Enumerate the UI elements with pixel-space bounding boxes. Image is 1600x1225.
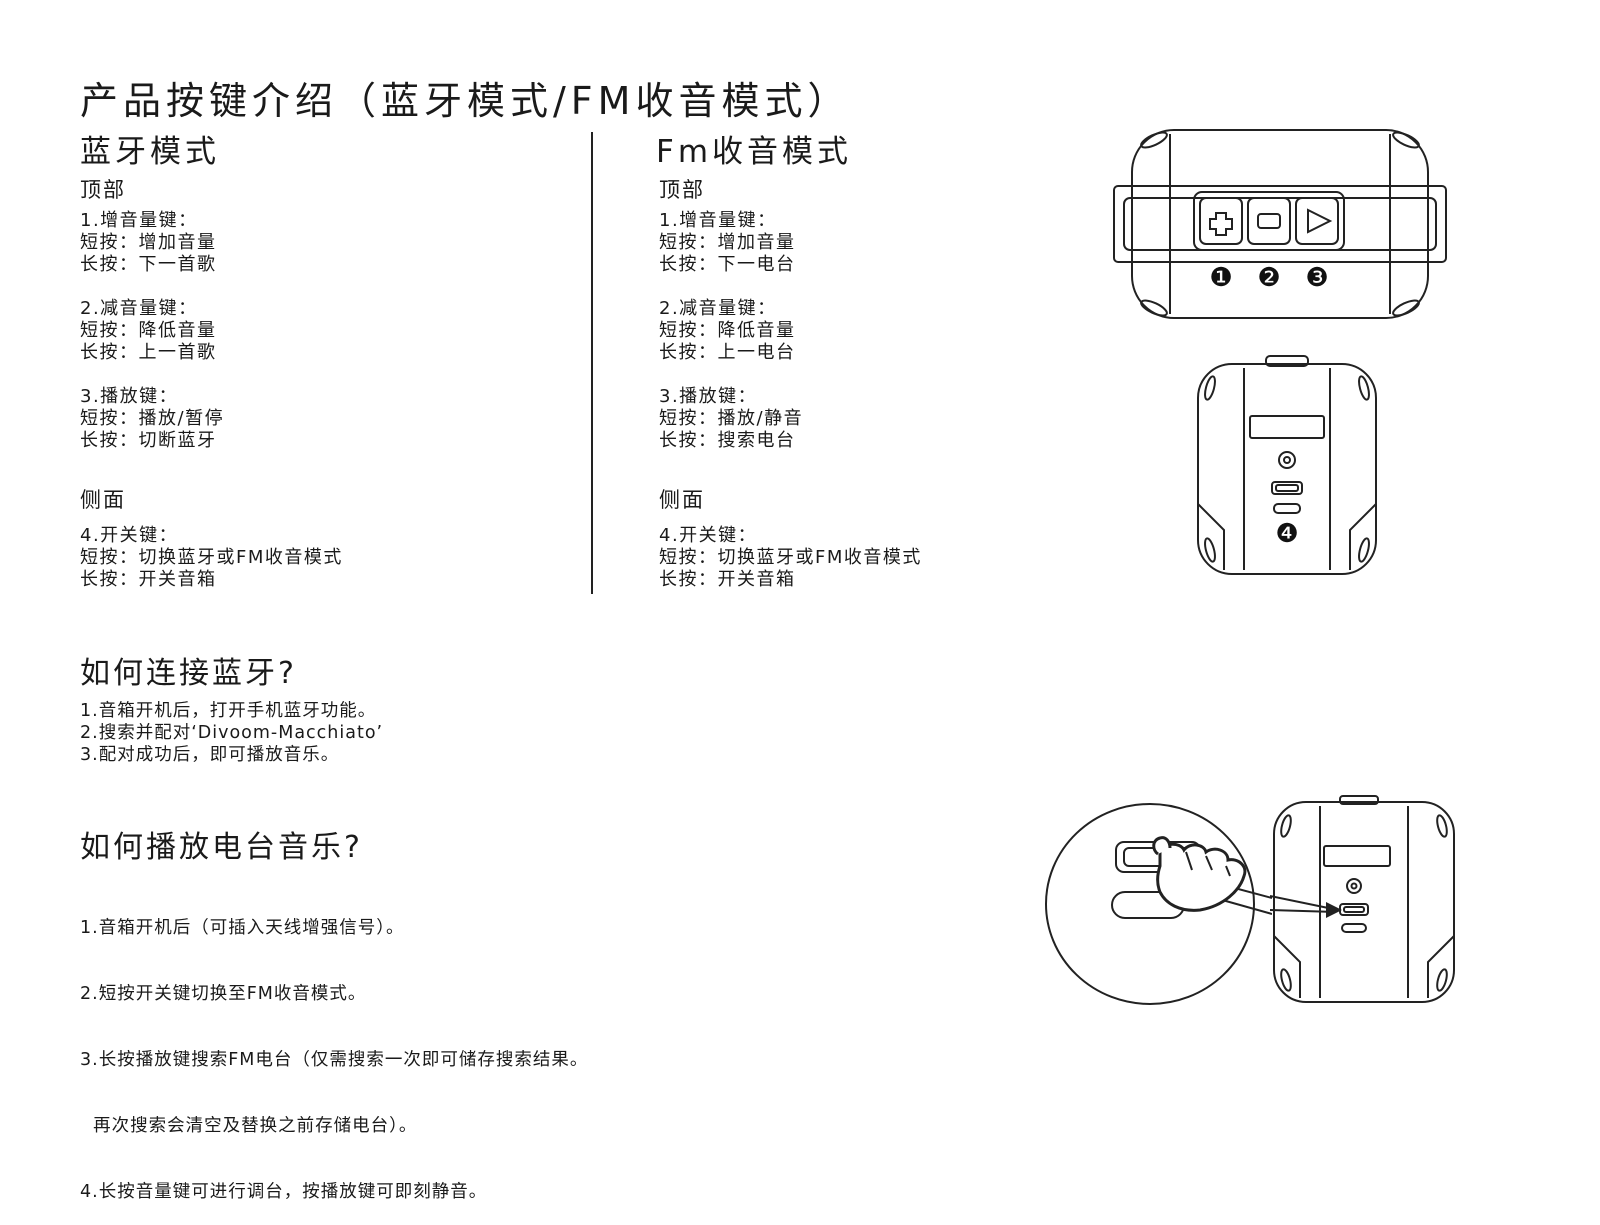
key-short-press: 短按：增加音量 — [80, 232, 217, 253]
key-name: 3.播放键： — [659, 386, 758, 407]
bluetooth-key-2: 2.减音量键： 短按：降低音量 长按：上一首歌 — [80, 298, 217, 364]
bluetooth-mode-heading: 蓝牙模式 — [80, 134, 220, 170]
key-long-press: 长按：上一电台 — [659, 342, 796, 363]
key-long-press: 长按：下一首歌 — [80, 254, 217, 275]
marker-3: ❸ — [1305, 263, 1328, 293]
key-name: 3.播放键： — [80, 386, 179, 407]
key-short-press: 短按：降低音量 — [80, 320, 217, 341]
speaker-side-view-small — [1270, 795, 1455, 1003]
key-long-press: 长按：开关音箱 — [659, 569, 796, 590]
fm-key-4: 4.开关键： 短按：切换蓝牙或FM收音模式 长按：开关音箱 — [659, 525, 922, 591]
bluetooth-key-1: 1.增音量键： 短按：增加音量 长按：下一首歌 — [80, 210, 217, 276]
fm-top-label: 顶部 — [659, 178, 705, 202]
key-long-press: 长按：切断蓝牙 — [80, 430, 217, 451]
hand-pointer-icon — [1152, 836, 1247, 912]
power-key-zoom-circle — [1045, 803, 1272, 1005]
column-divider — [591, 132, 593, 594]
bluetooth-top-label: 顶部 — [80, 178, 126, 202]
page-title: 产品按键介绍（蓝牙模式/FM收音模式） — [80, 79, 851, 123]
fm-side-label: 侧面 — [659, 488, 705, 512]
step-item: 3.配对成功后，即可播放音乐。 — [80, 745, 340, 765]
key-name: 1.增音量键： — [80, 210, 198, 231]
key-short-press: 短按：降低音量 — [659, 320, 796, 341]
key-name: 4.开关键： — [80, 525, 179, 546]
bluetooth-key-4: 4.开关键： 短按：切换蓝牙或FM收音模式 长按：开关音箱 — [80, 525, 343, 591]
key-short-press: 短按：切换蓝牙或FM收音模式 — [80, 547, 343, 568]
key-long-press: 长按：上一首歌 — [80, 342, 217, 363]
play-radio-heading: 如何播放电台音乐? — [80, 830, 363, 865]
key-short-press: 短按：增加音量 — [659, 232, 796, 253]
step-item: 4.长按音量键可进行调台，按播放键可即刻静音。 — [80, 1182, 488, 1202]
bluetooth-key-3: 3.播放键： 短按：播放/暂停 长按：切断蓝牙 — [80, 386, 224, 452]
volume-down-key — [1257, 213, 1281, 229]
connect-bluetooth-steps: 1.音箱开机后，打开手机蓝牙功能。 2.搜索并配对‘Divoom-Macchia… — [80, 700, 383, 766]
key-name: 4.开关键： — [659, 525, 758, 546]
key-name: 1.增音量键： — [659, 210, 777, 231]
key-name: 2.减音量键： — [80, 298, 198, 319]
fm-mode-heading: Fm收音模式 — [656, 134, 853, 170]
step-item: 1.音箱开机后（可插入天线增强信号）。 — [80, 918, 405, 938]
marker-2: ❷ — [1257, 263, 1280, 293]
speaker-side-view: ❹ — [1197, 355, 1377, 575]
bluetooth-side-label: 侧面 — [80, 488, 126, 512]
connect-bluetooth-heading: 如何连接蓝牙? — [80, 656, 297, 691]
fm-key-2: 2.减音量键： 短按：降低音量 长按：上一电台 — [659, 298, 796, 364]
fm-key-1: 1.增音量键： 短按：增加音量 长按：下一电台 — [659, 210, 796, 276]
pointer-arrow-icon — [1326, 902, 1342, 918]
volume-up-key — [1209, 212, 1233, 236]
play-key — [1307, 208, 1333, 234]
key-short-press: 短按：切换蓝牙或FM收音模式 — [659, 547, 922, 568]
marker-1: ❶ — [1209, 263, 1232, 293]
step-item: 2.搜索并配对‘Divoom-Macchiato’ — [80, 723, 384, 743]
marker-4: ❹ — [1275, 519, 1298, 549]
step-item: 2.短按开关键切换至FM收音模式。 — [80, 984, 367, 1004]
key-name: 2.减音量键： — [659, 298, 777, 319]
key-long-press: 长按：开关音箱 — [80, 569, 217, 590]
key-short-press: 短按：播放/静音 — [659, 408, 804, 429]
play-radio-steps: 1.音箱开机后（可插入天线增强信号）。 2.短按开关键切换至FM收音模式。 3.… — [80, 873, 588, 1225]
step-item: 1.音箱开机后，打开手机蓝牙功能。 — [80, 701, 377, 721]
key-long-press: 长按：搜索电台 — [659, 430, 796, 451]
key-long-press: 长按：下一电台 — [659, 254, 796, 275]
key-short-press: 短按：播放/暂停 — [80, 408, 225, 429]
step-item: 3.长按播放键搜索FM电台（仅需搜索一次即可储存搜索结果。 — [80, 1050, 589, 1070]
speaker-top-view: ❶ ❷ ❸ — [1113, 129, 1447, 319]
step-item: 再次搜索会清空及替换之前存储电台）。 — [80, 1116, 418, 1136]
fm-key-3: 3.播放键： 短按：播放/静音 长按：搜索电台 — [659, 386, 803, 452]
